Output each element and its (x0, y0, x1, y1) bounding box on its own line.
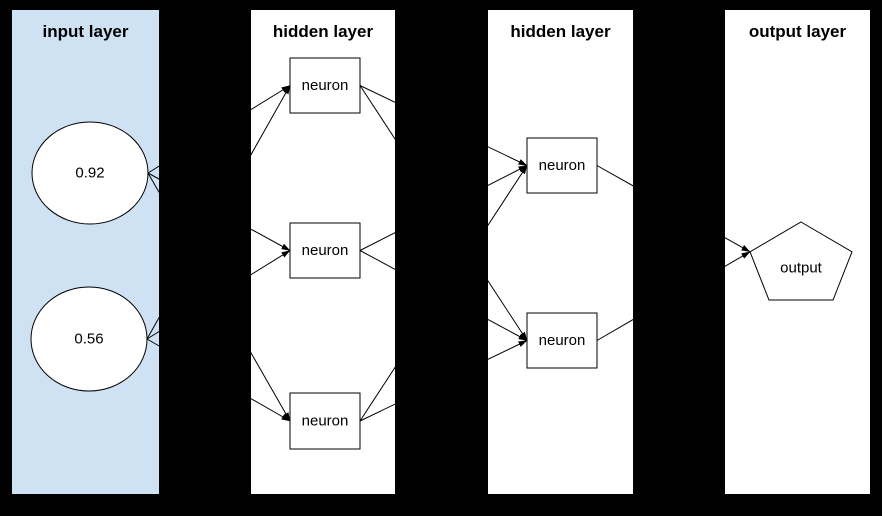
node-label-input-2: 0.56 (74, 331, 103, 348)
edge-input-2-to-hidden1-neuron-1 (146, 85, 291, 340)
node-label-hidden1-neuron-2: neuron (302, 242, 349, 259)
edge-hidden2-neuron-2-to-output-1 (596, 251, 751, 341)
layer-panel-hidden2 (488, 10, 633, 494)
layer-panel-input (12, 10, 159, 494)
edge-hidden1-neuron-2-to-hidden2-neuron-1 (359, 165, 528, 251)
node-label-input-1: 0.92 (75, 165, 104, 182)
node-input-2 (30, 286, 148, 392)
node-label-hidden2-neuron-1: neuron (539, 157, 586, 174)
node-label-output-1: output (780, 260, 823, 277)
node-hidden1-neuron-1 (289, 57, 361, 114)
node-hidden1-neuron-3 (289, 392, 361, 450)
edge-input-2-to-hidden1-neuron-3 (146, 338, 291, 422)
edge-hidden1-neuron-3-to-hidden2-neuron-2 (359, 340, 528, 422)
node-hidden1-neuron-2 (289, 222, 361, 279)
layer-title-input: input layer (43, 22, 129, 41)
edge-hidden1-neuron-2-to-hidden2-neuron-2 (359, 250, 528, 341)
node-hidden2-neuron-2 (526, 312, 598, 369)
node-input-1 (31, 121, 149, 225)
node-label-hidden1-neuron-3: neuron (302, 413, 349, 430)
node-label-hidden2-neuron-2: neuron (539, 332, 586, 349)
edge-hidden2-neuron-1-to-output-1 (596, 165, 751, 253)
node-label-hidden1-neuron-1: neuron (302, 77, 349, 94)
layer-title-hidden1: hidden layer (273, 22, 374, 41)
node-output-1 (749, 221, 853, 301)
node-hidden2-neuron-1 (526, 137, 598, 194)
edge-hidden1-neuron-1-to-hidden2-neuron-2 (359, 85, 528, 341)
layer-title-output: output layer (749, 22, 847, 41)
edge-input-2-to-hidden1-neuron-2 (146, 250, 291, 340)
edge-hidden1-neuron-1-to-hidden2-neuron-1 (359, 85, 528, 166)
layer-title-hidden2: hidden layer (510, 22, 611, 41)
edge-input-1-to-hidden1-neuron-1 (147, 85, 291, 174)
edge-hidden1-neuron-3-to-hidden2-neuron-1 (359, 165, 528, 422)
edge-input-1-to-hidden1-neuron-3 (147, 172, 291, 422)
